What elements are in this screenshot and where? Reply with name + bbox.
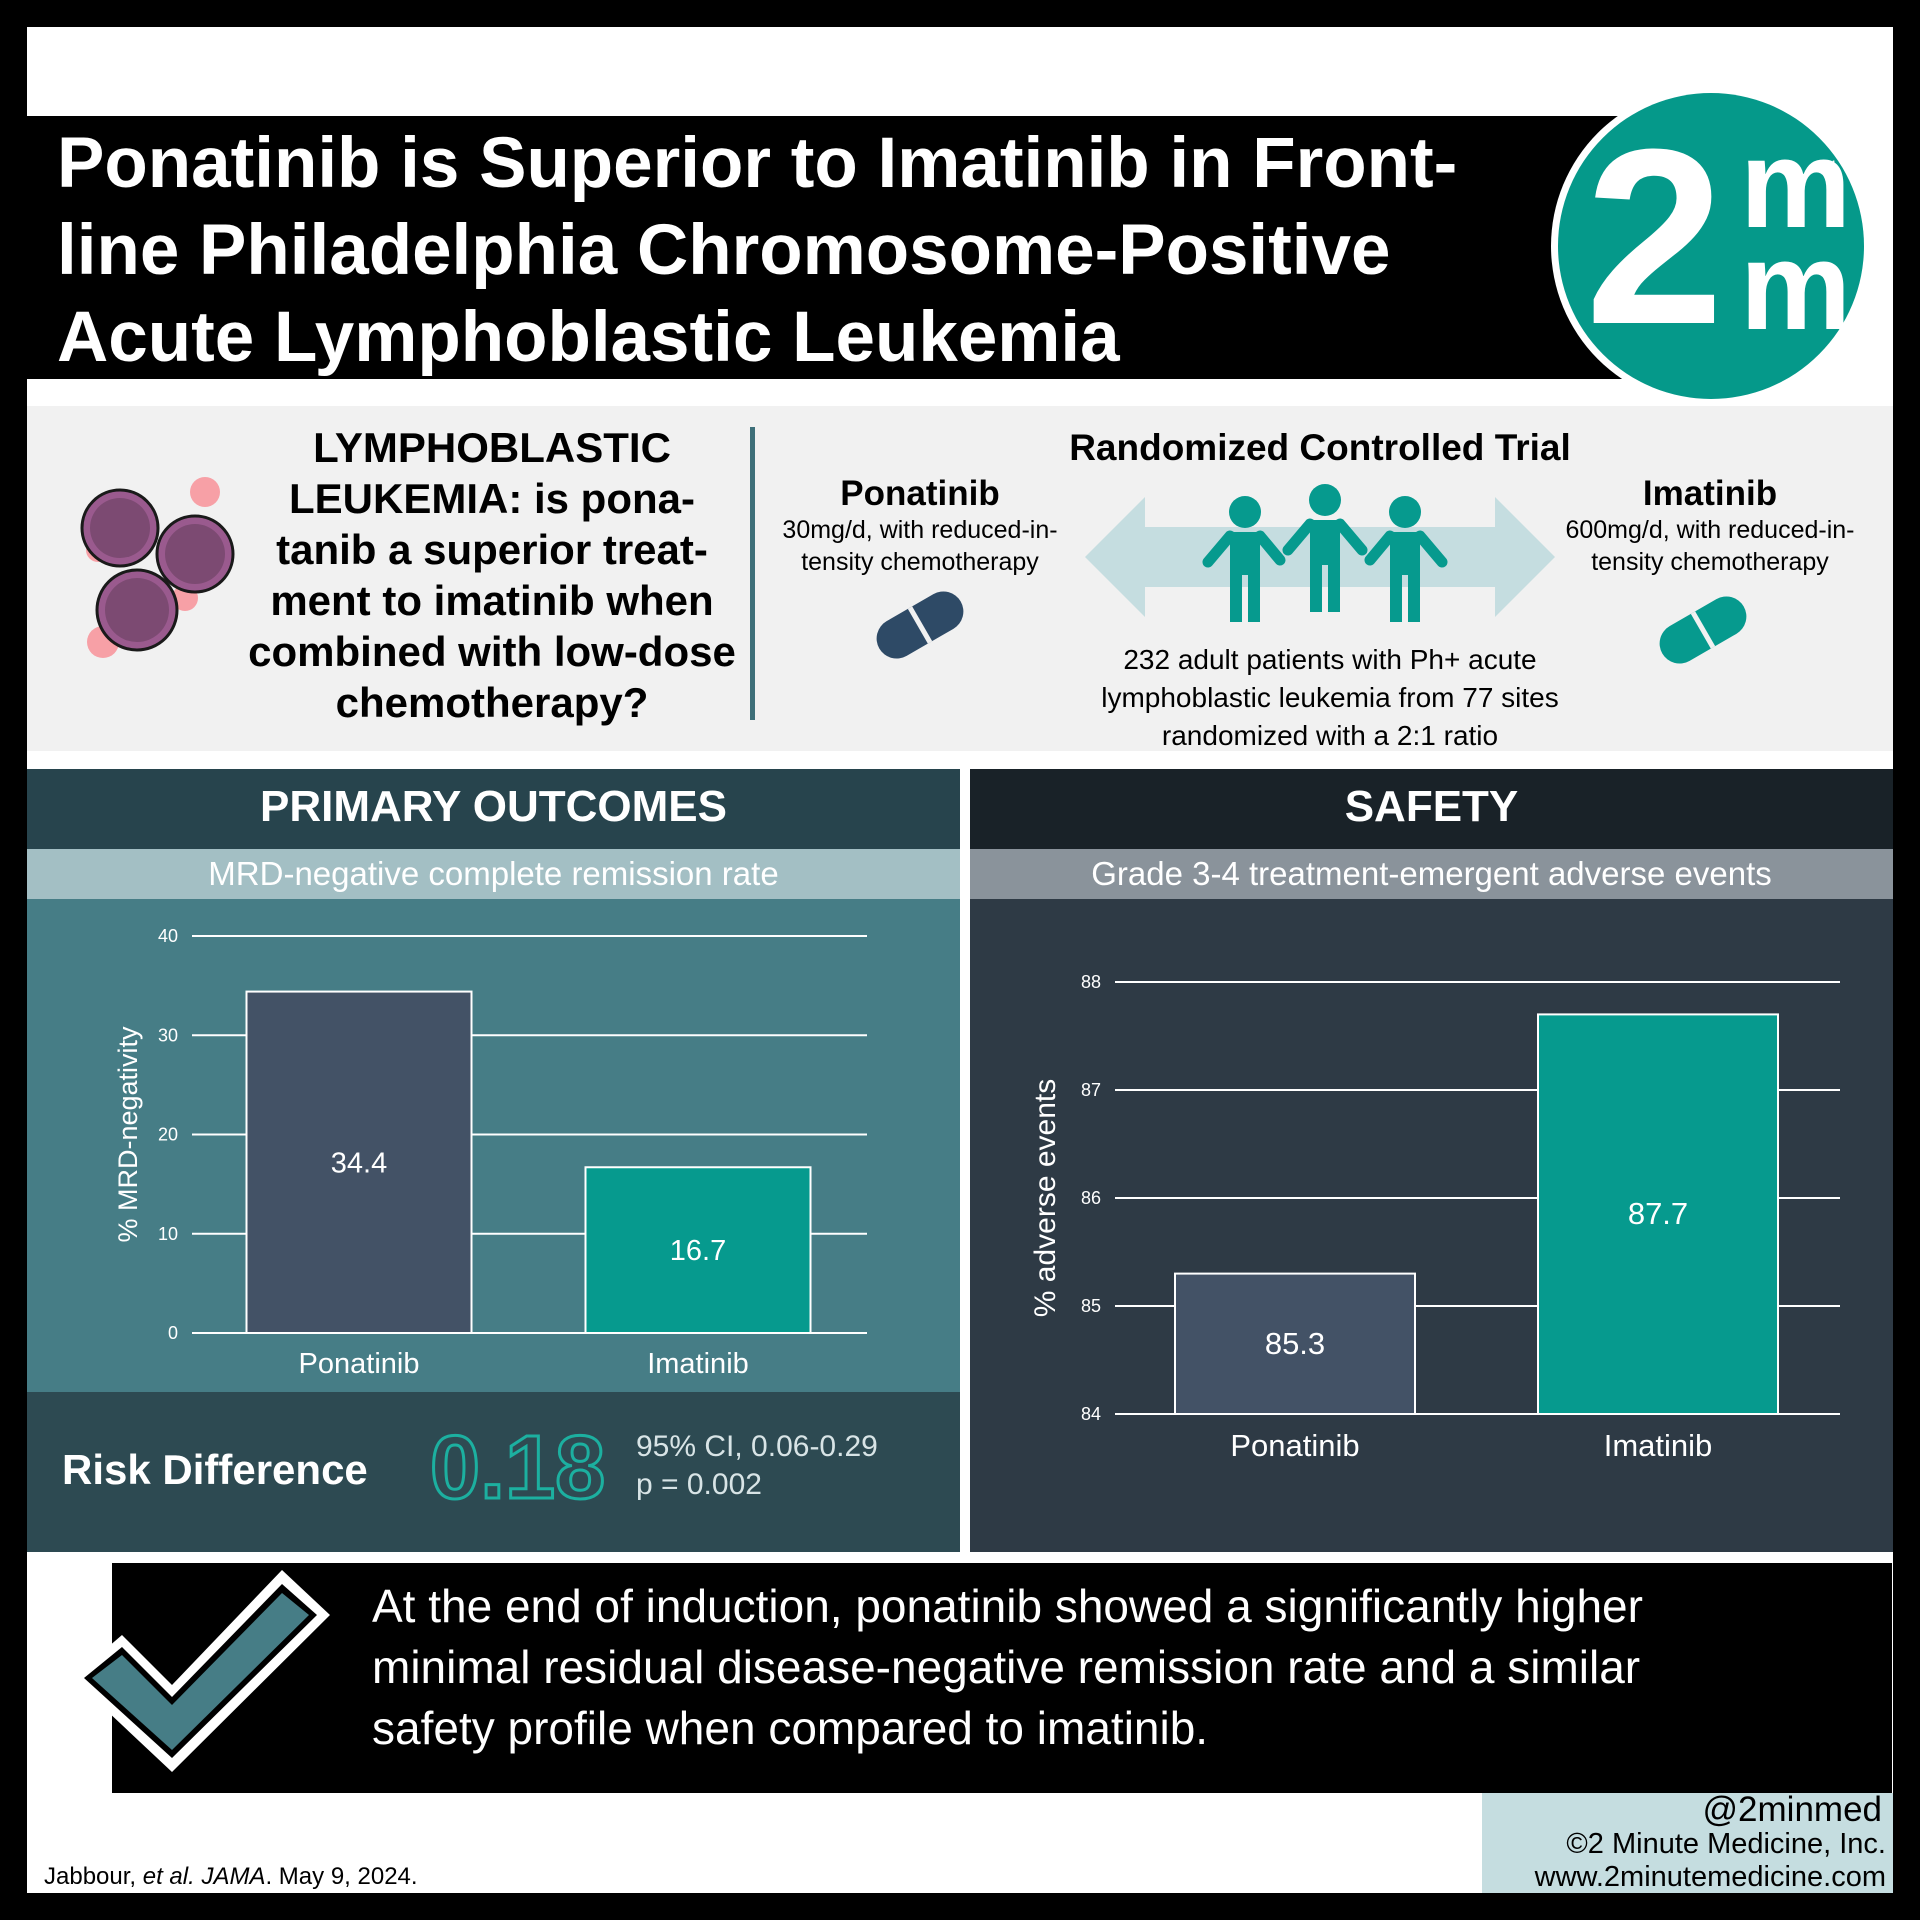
logo-trademark: TM: [1818, 158, 1836, 172]
y-axis-label: % MRD-negativity: [113, 1026, 143, 1243]
y-tick-label: 0: [168, 1323, 178, 1343]
title-line: Ponatinib is Superior to Imatinib in Fro…: [57, 124, 1458, 203]
question-line: LEUKEMIA: is pona-: [289, 475, 695, 522]
website-link[interactable]: www.2minutemedicine.com: [1534, 1861, 1886, 1893]
citation-journal: JAMA: [201, 1863, 266, 1890]
bar-ponatinib: [245, 990, 473, 1335]
question-line: combined with low-dose: [248, 628, 736, 675]
primary-outcomes-heading: PRIMARY OUTCOMES: [260, 782, 727, 831]
question-line: ment to imatinib when: [270, 577, 714, 624]
copyright: ©2 Minute Medicine, Inc.: [1566, 1828, 1886, 1860]
safety-header: [970, 769, 1893, 849]
y-tick-label: 20: [158, 1125, 178, 1145]
logo-icon: [1558, 93, 1864, 399]
risk-difference-band: [27, 1392, 960, 1552]
credits-box: [1482, 1793, 1893, 1893]
page-title: Ponatinib is Superior to Imatinib in Fro…: [57, 120, 1557, 381]
arm-name: Imatinib: [1642, 474, 1778, 513]
citation-date: . May 9, 2024.: [265, 1863, 418, 1890]
population-line: randomized with a 2:1 ratio: [1161, 720, 1499, 751]
title-band: [27, 116, 1627, 379]
safety-subheader: [970, 849, 1893, 899]
y-tick-label: 40: [158, 926, 178, 946]
title-line: Acute Lymphoblastic Leukemia: [57, 298, 1120, 377]
pill-icon: [876, 591, 964, 659]
y-tick-label: 85: [1081, 1296, 1101, 1316]
bar-value-label: 34.4: [331, 1147, 387, 1179]
primary-outcomes-header: [27, 769, 960, 849]
conclusion-line: At the end of induction, ponatinib showe…: [372, 1580, 1643, 1632]
bar-value-label: 85.3: [1265, 1326, 1325, 1361]
p-value: p = 0.002: [636, 1468, 762, 1501]
arm-description: 30mg/d, with reduced-in- tensity chemoth…: [760, 514, 1080, 578]
bar-imatinib: [1537, 1013, 1779, 1416]
question-line: chemotherapy?: [335, 679, 649, 726]
bar-ponatinib: [1174, 1272, 1416, 1415]
y-tick-label: 88: [1081, 972, 1101, 992]
title-line: line Philadelphia Chromosome-Positive: [57, 211, 1391, 290]
y-tick-label: 10: [158, 1224, 178, 1244]
safety-subheading: Grade 3-4 treatment-emergent adverse eve…: [1091, 855, 1772, 892]
conclusion-text: At the end of induction, ponatinib showe…: [372, 1576, 1852, 1759]
logo-numeral: 2: [1585, 97, 1724, 376]
arm-description-line: tensity chemotherapy: [801, 548, 1039, 576]
social-handle: @2minmed: [1702, 1790, 1882, 1829]
checkmark-icon: [72, 1570, 330, 1772]
arm-description: 600mg/d, with reduced-in- tensity chemot…: [1545, 514, 1875, 578]
risk-difference-value: 0.18: [428, 1417, 606, 1520]
research-question: LYMPHOBLASTIC LEUKEMIA: is pona- tanib a…: [232, 422, 752, 728]
arm-ponatinib: Ponatinib 30mg/d, with reduced-in- tensi…: [760, 474, 1080, 578]
population-line: 232 adult patients with Ph+ acute: [1123, 644, 1537, 675]
arm-description-line: tensity chemotherapy: [1591, 548, 1829, 576]
arm-name: Ponatinib: [840, 474, 1000, 513]
conclusion-line: minimal residual disease-negative remiss…: [372, 1641, 1641, 1693]
primary-outcomes-subheader: [27, 849, 960, 899]
intro-section: [27, 406, 1893, 751]
x-category-label: Imatinib: [1604, 1428, 1713, 1463]
arm-description-line: 600mg/d, with reduced-in-: [1565, 516, 1855, 544]
citation-author: Jabbour,: [44, 1863, 143, 1890]
y-tick-label: 87: [1081, 1080, 1101, 1100]
y-tick-label: 84: [1081, 1404, 1101, 1424]
y-tick-label: 86: [1081, 1188, 1101, 1208]
pill-icon: [1659, 596, 1747, 664]
question-line: LYMPHOBLASTIC: [313, 424, 671, 471]
population-line: lymphoblastic leukemia from 77 sites: [1101, 682, 1559, 713]
confidence-interval: 95% CI, 0.06-0.29: [636, 1430, 878, 1463]
conclusion-line: safety profile when compared to imatinib…: [372, 1702, 1209, 1754]
population-description: 232 adult patients with Ph+ acute lympho…: [1040, 641, 1620, 755]
safety-heading: SAFETY: [1344, 782, 1519, 831]
citation: Jabbour, et al. JAMA. May 9, 2024.: [44, 1863, 418, 1891]
citation-etal: et al.: [142, 1863, 195, 1890]
x-category-label: Ponatinib: [299, 1348, 420, 1380]
arm-imatinib: Imatinib 600mg/d, with reduced-in- tensi…: [1545, 474, 1875, 578]
arm-description-line: 30mg/d, with reduced-in-: [782, 516, 1058, 544]
y-tick-label: 30: [158, 1025, 178, 1045]
bar-imatinib: [584, 1166, 812, 1334]
logo-letter: m: [1740, 115, 1852, 254]
primary-outcomes-subheading: MRD-negative complete remission rate: [208, 855, 779, 892]
bar-value-label: 87.7: [1628, 1196, 1688, 1231]
leukemia-cells-icon: [80, 477, 235, 658]
section-divider: [750, 427, 755, 720]
logo-letter: m: [1740, 217, 1852, 356]
conclusion-band: [112, 1563, 1892, 1793]
bar-value-label: 16.7: [670, 1235, 726, 1267]
risk-difference-stats: 95% CI, 0.06-0.29 p = 0.002: [636, 1428, 878, 1504]
risk-difference-label: Risk Difference: [62, 1446, 368, 1493]
x-category-label: Imatinib: [647, 1348, 749, 1380]
question-line: tanib a superior treat-: [276, 526, 708, 573]
x-category-label: Ponatinib: [1230, 1428, 1359, 1463]
trial-design-title: Randomized Controlled Trial: [1069, 427, 1571, 468]
patients-icon: [1202, 484, 1448, 622]
y-axis-label: % adverse events: [1029, 1079, 1062, 1317]
